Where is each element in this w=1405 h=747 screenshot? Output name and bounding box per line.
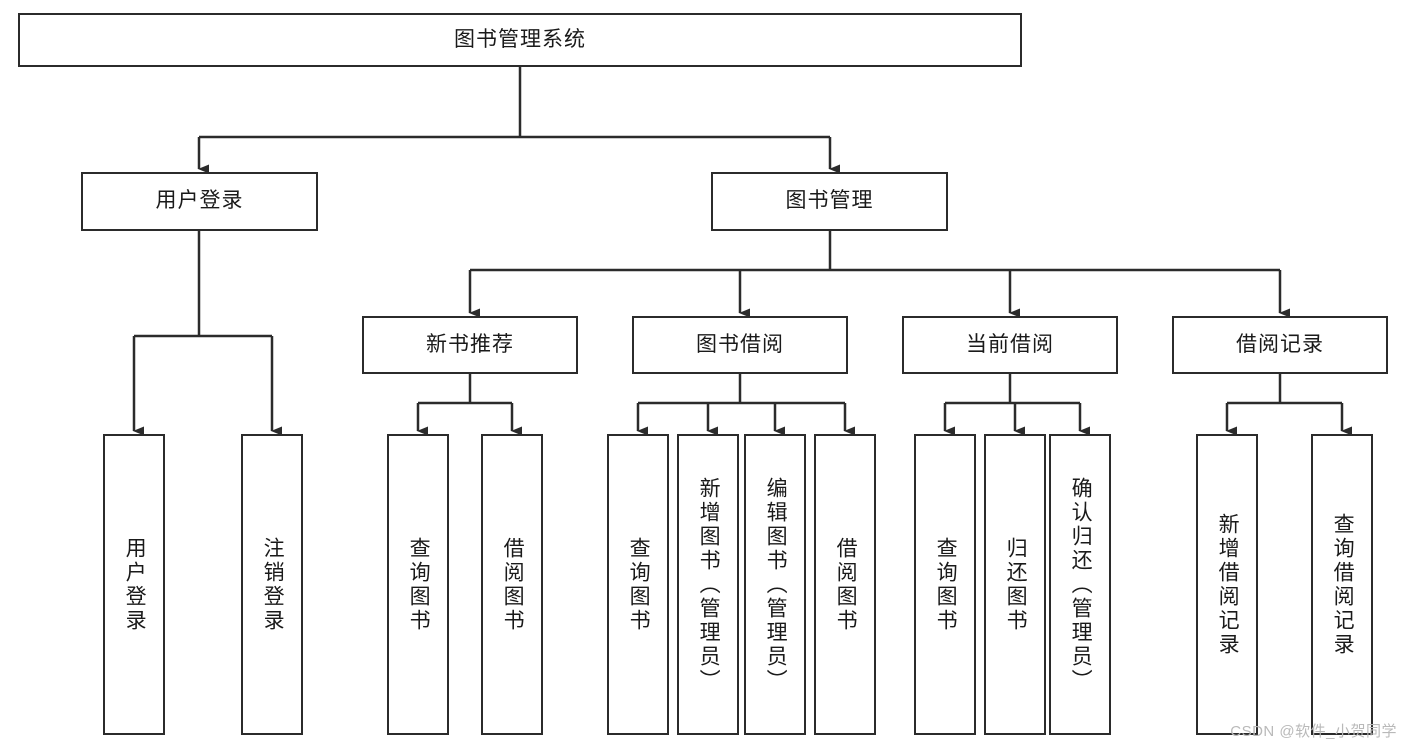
leaf-edit-book-admin-label: 编辑图书（管理员） [764,476,788,693]
node-user-login-label: 用户登录 [155,189,244,213]
node-book-manage-label: 图书管理 [785,189,874,213]
node-book-borrow[interactable]: 图书借阅 [632,316,848,374]
node-root[interactable]: 图书管理系统 [18,13,1022,67]
leaf-add-book-admin[interactable]: 新增图书（管理员） [677,434,739,735]
leaf-borrow-book[interactable]: 借阅图书 [814,434,876,735]
leaf-query-book-borrow-label: 查询图书 [627,536,651,633]
leaf-confirm-return-admin-label: 确认归还（管理员） [1069,476,1093,693]
leaf-borrow-book-rec-label: 借阅图书 [501,536,525,633]
node-root-label: 图书管理系统 [454,27,586,51]
node-borrow-record-label: 借阅记录 [1236,332,1324,356]
leaf-logout-label: 注销登录 [261,536,285,633]
leaf-borrow-book-label: 借阅图书 [834,536,858,633]
node-current-borrow[interactable]: 当前借阅 [902,316,1118,374]
leaf-query-book-current[interactable]: 查询图书 [914,434,976,735]
leaf-query-borrow-record[interactable]: 查询借阅记录 [1311,434,1373,735]
leaf-edit-book-admin[interactable]: 编辑图书（管理员） [744,434,806,735]
node-book-manage[interactable]: 图书管理 [711,172,948,231]
leaf-add-book-admin-label: 新增图书（管理员） [697,476,721,693]
leaf-return-book[interactable]: 归还图书 [984,434,1046,735]
leaf-add-borrow-record[interactable]: 新增借阅记录 [1196,434,1258,735]
node-user-login[interactable]: 用户登录 [81,172,318,231]
node-new-book-rec-label: 新书推荐 [426,332,514,356]
leaf-query-book-borrow[interactable]: 查询图书 [607,434,669,735]
node-current-borrow-label: 当前借阅 [966,332,1054,356]
leaf-query-book-current-label: 查询图书 [934,536,958,633]
leaf-user-login[interactable]: 用户登录 [103,434,165,735]
leaf-borrow-book-rec[interactable]: 借阅图书 [481,434,543,735]
leaf-query-book-rec[interactable]: 查询图书 [387,434,449,735]
leaf-query-book-rec-label: 查询图书 [407,536,431,633]
leaf-return-book-label: 归还图书 [1004,536,1028,633]
leaf-user-login-label: 用户登录 [123,536,147,633]
leaf-add-borrow-record-label: 新增借阅记录 [1216,512,1240,657]
node-book-borrow-label: 图书借阅 [696,332,784,356]
leaf-logout[interactable]: 注销登录 [241,434,303,735]
leaf-query-borrow-record-label: 查询借阅记录 [1331,512,1355,657]
leaf-confirm-return-admin[interactable]: 确认归还（管理员） [1049,434,1111,735]
node-new-book-rec[interactable]: 新书推荐 [362,316,578,374]
node-borrow-record[interactable]: 借阅记录 [1172,316,1388,374]
